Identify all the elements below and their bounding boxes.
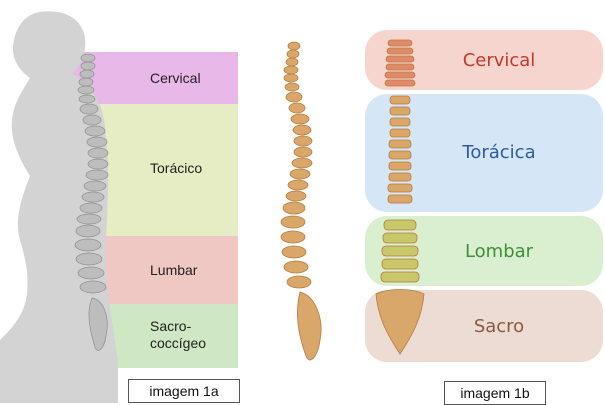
figure-1a: Cervical Torácico Lumbar Sacro- coccígeo	[0, 0, 250, 403]
figure-caption-1b: imagem 1b	[444, 381, 546, 405]
spine-front-view-illustration	[360, 36, 440, 376]
spine-side-view-illustration	[272, 40, 342, 370]
figure-caption-1a: imagem 1a	[128, 379, 240, 403]
body-silhouette-illustration	[0, 0, 250, 403]
figure-1b: Cervical Torácica Lombar Sacro	[360, 0, 605, 403]
